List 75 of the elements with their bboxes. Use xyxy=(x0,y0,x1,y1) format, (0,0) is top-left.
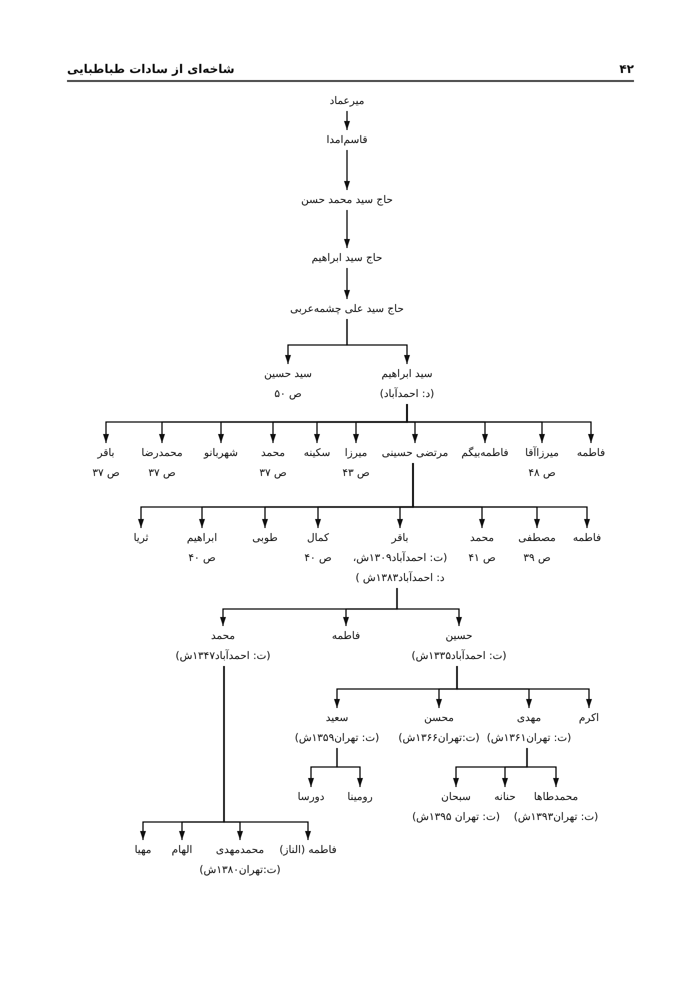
person-name: محمد xyxy=(470,531,494,546)
person-name: قاسم‌امدا xyxy=(326,133,368,148)
person-name: میرزا xyxy=(344,446,368,461)
arrow xyxy=(138,463,414,528)
annotation-text: (ت: احمدآباد۱۳۰۹ش، د: احمدآباد۱۳۸۳ش ) xyxy=(352,550,448,586)
person-name: محسن xyxy=(424,711,454,726)
arrow xyxy=(220,588,398,626)
person-name: مهیا xyxy=(134,843,152,858)
annotation-text: (ت: احمدآباد۱۳۴۷ش) xyxy=(175,648,271,664)
person-name: میرزاآقا xyxy=(525,445,559,461)
arrow xyxy=(344,268,350,299)
annotation-text: ص ۳۷ xyxy=(148,466,176,481)
page-heading: شاخه‌ای از سادات طباطبایی xyxy=(67,61,235,77)
person-name: کمال xyxy=(307,531,329,546)
person-name: محمد xyxy=(211,629,235,644)
annotation-text: ص ۴۸ xyxy=(528,466,556,481)
person-name: باقر xyxy=(392,531,408,546)
person-name: ابراهیم xyxy=(186,531,218,546)
person-name: حنانه xyxy=(494,790,516,805)
person-name: سید ابراهیم xyxy=(381,367,433,382)
person-name: سکینه xyxy=(304,446,330,461)
annotation-text: (ت: احمدآباد۱۳۳۵ش) xyxy=(411,648,507,664)
person-name: رومینا xyxy=(347,790,373,805)
arrow xyxy=(103,404,408,443)
person-name: میرعماد xyxy=(330,94,364,109)
annotation-text: (د: احمدآباد) xyxy=(380,386,434,402)
person-name: فاطمه xyxy=(576,446,606,461)
person-name: مصطفی xyxy=(518,531,556,546)
arrow xyxy=(344,150,350,190)
person-name: فاطمه‌بیگم xyxy=(461,446,509,461)
person-name: فاطمه (الناز) xyxy=(279,843,337,858)
person-name: اکرم xyxy=(578,711,600,726)
arrow xyxy=(334,666,458,708)
person-name: الهام xyxy=(172,843,192,858)
person-name: محمد xyxy=(261,446,285,461)
person-name: باقر xyxy=(98,446,114,461)
person-name: محمدطاها xyxy=(534,790,578,805)
annotation-text: (ت: تهران۱۳۹۳ش) xyxy=(514,810,598,825)
annotation-text: ص ۴۰ xyxy=(304,551,332,566)
page-number: ۴۲ xyxy=(619,61,634,77)
annotation-text: ص ۳۷ xyxy=(259,466,287,481)
person-name: ثریا xyxy=(134,531,148,546)
annotation-text: (ت:تهران۱۳۸۰ش) xyxy=(199,863,281,878)
person-name: دورسا xyxy=(298,790,324,805)
person-name: طوبی xyxy=(252,531,278,546)
person-name: حاج سید علی چشمه‌عربی xyxy=(290,302,404,317)
person-name: حاج سید محمد حسن xyxy=(301,193,393,208)
annotation-text: ص ۴۱ xyxy=(468,551,496,566)
person-name: شهربانو xyxy=(204,446,238,461)
annotation-text: (ت:تهران۱۳۶۶ش) xyxy=(398,731,480,746)
annotation-text: (ت: تهران۱۳۵۹ش) xyxy=(294,731,380,746)
arrow xyxy=(140,666,225,840)
person-name: سید حسین xyxy=(264,367,312,382)
person-name: فاطمه xyxy=(332,629,360,644)
person-name: محمدمهدی xyxy=(216,843,264,858)
arrow xyxy=(285,319,348,364)
person-name: حاج سید ابراهیم xyxy=(312,251,382,266)
arrow xyxy=(308,748,338,787)
person-name: مرتضی حسینی xyxy=(382,446,448,461)
person-name: سعید xyxy=(326,711,348,726)
arrow xyxy=(344,210,350,248)
person-name: مهدی xyxy=(516,711,542,726)
person-name: سبحان xyxy=(441,790,471,805)
person-name: فاطمه xyxy=(572,531,602,546)
annotation-text: ص ۳۹ xyxy=(523,551,551,566)
person-name: حسین xyxy=(446,629,473,644)
annotation-text: ص ۴۳ xyxy=(342,466,370,481)
arrow xyxy=(453,748,528,787)
annotation-text: ص ۳۷ xyxy=(92,466,120,481)
annotation-text: (ت: تهران ۱۳۹۵ش) xyxy=(412,810,500,825)
arrow xyxy=(344,111,350,130)
annotation-text: ص ۵۰ xyxy=(274,387,302,402)
annotation-text: (ت: تهران۱۳۶۱ش) xyxy=(486,731,572,746)
person-name: محمدرضا xyxy=(141,446,183,461)
annotation-text: ص ۴۰ xyxy=(188,551,216,566)
